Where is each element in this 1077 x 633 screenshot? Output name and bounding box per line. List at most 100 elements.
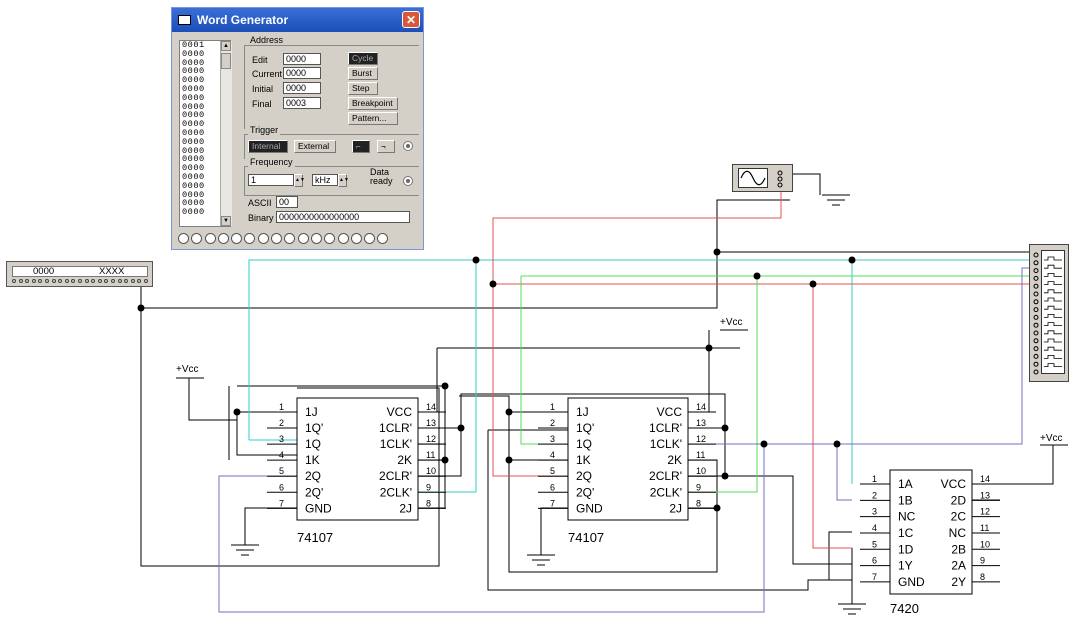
word-list-item[interactable]: 0000 [182, 145, 205, 156]
wire[interactable] [716, 199, 790, 252]
word-list-item[interactable]: 0000 [182, 171, 205, 182]
wire[interactable] [248, 259, 1031, 440]
chip-body[interactable] [889, 469, 973, 595]
word-list-item[interactable]: 0000 [182, 180, 205, 191]
wire[interactable] [236, 412, 297, 456]
breakpoint-button[interactable]: Breakpoint [348, 97, 398, 110]
output-terminal[interactable] [337, 233, 349, 244]
decoder-terminal[interactable] [84, 279, 89, 283]
decoder-terminal[interactable] [117, 279, 122, 283]
frequency-unit-field[interactable]: kHz [312, 174, 338, 186]
scroll-up-icon[interactable]: ▲ [221, 41, 231, 51]
decoder-terminal[interactable] [51, 279, 56, 283]
decoder-terminal[interactable] [110, 279, 115, 283]
word-list-item[interactable]: 0000 [182, 57, 205, 68]
analyzer-terminal[interactable] [1033, 307, 1039, 313]
output-terminal[interactable] [271, 233, 283, 244]
decoder-terminal[interactable] [58, 279, 63, 283]
wire[interactable] [218, 444, 765, 613]
word-list-item[interactable]: 0000 [182, 110, 205, 121]
analyzer-terminal[interactable] [1033, 275, 1039, 281]
decoder-terminal[interactable] [18, 279, 23, 283]
word-list-item[interactable]: 0000 [182, 127, 205, 138]
output-terminal[interactable] [297, 233, 309, 244]
binary-field[interactable]: 0000000000000000 [276, 211, 410, 223]
output-terminal[interactable] [191, 233, 203, 244]
output-terminal[interactable] [257, 233, 269, 244]
output-terminal[interactable] [364, 233, 376, 244]
decoder-terminal[interactable] [97, 279, 102, 283]
word-list-item[interactable]: 0000 [182, 198, 205, 209]
step-button[interactable]: Step [348, 82, 378, 95]
output-terminal[interactable] [204, 233, 216, 244]
wire[interactable] [836, 444, 852, 501]
wire[interactable] [540, 507, 568, 555]
trigger-radio[interactable] [403, 141, 413, 151]
analyzer-terminal[interactable] [1033, 268, 1039, 274]
word-list-item[interactable]: 0001 [182, 40, 205, 50]
wire[interactable] [688, 330, 710, 413]
decoder-terminal[interactable] [71, 279, 76, 283]
output-terminal[interactable] [377, 233, 389, 244]
ascii-field[interactable]: 00 [276, 196, 298, 208]
decoder-terminal[interactable] [137, 279, 142, 283]
output-terminal[interactable] [244, 233, 256, 244]
output-terminal[interactable] [178, 233, 189, 244]
logic-analyzer[interactable] [1029, 244, 1069, 382]
edit-field[interactable]: 0000 [283, 53, 321, 65]
burst-button[interactable]: Burst [348, 67, 378, 80]
decoder-terminal[interactable] [25, 279, 30, 283]
chip-body[interactable] [296, 397, 419, 521]
analyzer-terminal[interactable] [1033, 322, 1039, 328]
word-decoder-display[interactable]: 0000 XXXX [6, 261, 153, 287]
decoder-terminal[interactable] [77, 279, 82, 283]
external-trigger-button[interactable]: External [294, 140, 336, 153]
analyzer-terminal[interactable] [1033, 260, 1039, 266]
wire[interactable] [812, 284, 852, 549]
decoder-terminal[interactable] [31, 279, 36, 283]
word-list-item[interactable]: 0000 [182, 119, 205, 130]
scroll-down-icon[interactable]: ▼ [221, 216, 231, 226]
pattern-button[interactable]: Pattern... [348, 112, 398, 125]
output-terminal[interactable] [310, 233, 322, 244]
wire[interactable] [688, 460, 726, 477]
analyzer-terminal[interactable] [1033, 283, 1039, 289]
analyzer-terminal[interactable] [1033, 369, 1039, 375]
word-generator-titlebar[interactable]: Word Generator ✕ [172, 8, 423, 32]
word-list-scrollbar[interactable]: ▲ ▼ [220, 41, 232, 226]
word-list-item[interactable]: 0000 [182, 101, 205, 112]
decoder-terminal[interactable] [38, 279, 43, 283]
initial-field[interactable]: 0000 [283, 82, 321, 94]
function-generator[interactable] [732, 164, 793, 192]
analyzer-terminal[interactable] [1033, 291, 1039, 297]
analyzer-terminal[interactable] [1033, 346, 1039, 352]
decoder-terminal[interactable] [143, 279, 148, 283]
wire[interactable] [244, 507, 297, 545]
analyzer-terminal[interactable] [1033, 252, 1039, 258]
final-field[interactable]: 0003 [283, 97, 321, 109]
analyzer-terminal[interactable] [1033, 330, 1039, 336]
analyzer-terminal[interactable] [1033, 338, 1039, 344]
wire[interactable] [793, 173, 821, 195]
current-field[interactable]: 0000 [283, 67, 321, 79]
word-list-item[interactable]: 0000 [182, 75, 205, 86]
unit-spinner-icon[interactable]: ▲▼ [338, 174, 349, 187]
word-list-item[interactable]: 0000 [182, 163, 205, 174]
wire[interactable] [418, 393, 726, 460]
chip-body[interactable] [567, 397, 689, 521]
frequency-field[interactable]: 1 [248, 174, 294, 186]
internal-trigger-button[interactable]: Internal [248, 140, 288, 153]
output-terminal[interactable] [284, 233, 296, 244]
cycle-button[interactable]: Cycle [348, 52, 378, 65]
wire[interactable] [492, 190, 782, 477]
output-terminal[interactable] [350, 233, 362, 244]
rising-edge-icon[interactable]: ⌐ [352, 140, 370, 153]
falling-edge-icon[interactable]: ¬ [377, 140, 395, 153]
decoder-terminal[interactable] [91, 279, 96, 283]
word-list-item[interactable]: 0000 [182, 92, 205, 103]
analyzer-terminal[interactable] [1033, 299, 1039, 305]
